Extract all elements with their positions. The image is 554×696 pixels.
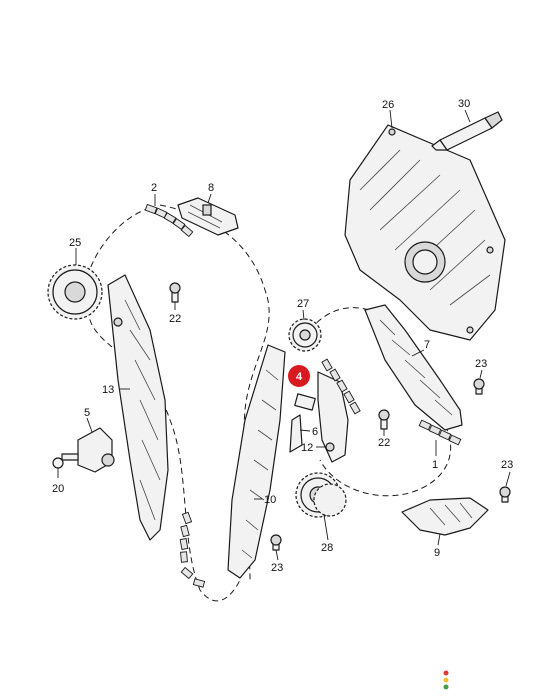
status-dots xyxy=(443,670,449,690)
callout-26: 26 xyxy=(382,99,394,111)
callout-25: 25 xyxy=(69,237,81,249)
callout-13: 13 xyxy=(102,384,114,396)
upper-guide-rail xyxy=(177,197,239,236)
crankshaft-sprocket xyxy=(295,472,347,518)
callout-2: 2 xyxy=(151,182,157,194)
bolt-20 xyxy=(52,457,64,469)
leader-lines xyxy=(57,109,511,561)
callout-30: 30 xyxy=(458,98,470,110)
callout-27: 27 xyxy=(297,298,309,310)
callout-10: 10 xyxy=(264,494,276,506)
callout-22-right: 22 xyxy=(378,437,390,449)
callout-5: 5 xyxy=(84,407,90,419)
callout-9: 9 xyxy=(434,547,440,559)
timing-cover xyxy=(344,124,506,341)
callout-23-lower: 23 xyxy=(271,562,283,574)
callout-1: 1 xyxy=(432,459,438,471)
highlight-circle xyxy=(288,365,310,387)
callout-7: 7 xyxy=(424,339,430,351)
callout-23-right: 23 xyxy=(501,459,513,471)
sealant-tube xyxy=(431,111,503,151)
intermediate-sprocket xyxy=(288,318,322,352)
highlight-label: 4 xyxy=(296,371,303,383)
guide-rail-right xyxy=(364,304,463,431)
highlighted-callout-4[interactable]: 4 xyxy=(288,365,310,387)
status-dot-green xyxy=(443,684,449,690)
bolt-23-upper xyxy=(473,378,485,395)
guide-rail-center xyxy=(227,344,286,579)
bolt-22-right xyxy=(378,409,390,430)
bolt-23-right xyxy=(499,486,511,503)
oil-pump-chain-tensioner xyxy=(401,497,489,536)
chain-segment-top xyxy=(144,203,194,238)
callout-12: 12 xyxy=(301,442,313,454)
bolt-22-left xyxy=(169,282,181,303)
chain-tensioner xyxy=(61,427,115,473)
callout-22-left: 22 xyxy=(169,313,181,325)
guide-pin xyxy=(289,393,316,453)
callout-28: 28 xyxy=(321,542,333,554)
bolt-23-lower xyxy=(270,534,282,551)
callout-23-upper: 23 xyxy=(475,358,487,370)
chain-segment-lower xyxy=(179,511,206,588)
status-dot-red xyxy=(443,670,449,676)
camshaft-sprocket-left xyxy=(47,264,103,320)
status-dot-yellow xyxy=(443,677,449,683)
callout-6: 6 xyxy=(312,426,318,438)
callout-20: 20 xyxy=(52,483,64,495)
chain-segment-far-right xyxy=(418,419,462,446)
callout-8: 8 xyxy=(208,182,214,194)
tensioning-rail xyxy=(107,274,169,541)
chain-segment-right xyxy=(321,358,361,415)
